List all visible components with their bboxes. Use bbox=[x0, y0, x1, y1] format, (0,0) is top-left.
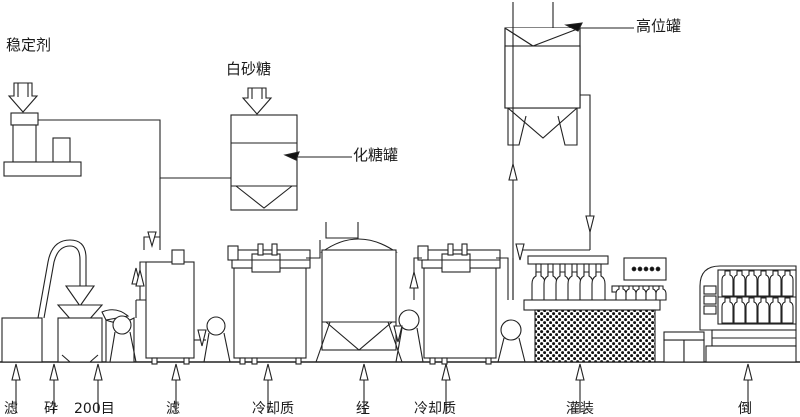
mixing-tank-2 bbox=[227, 243, 311, 365]
pump-1 bbox=[109, 315, 137, 363]
bottom-callout-arrows bbox=[11, 363, 753, 413]
callout-elevated-tank bbox=[564, 22, 634, 32]
outfeed-conveyor bbox=[611, 285, 667, 301]
bottom-label-8: 倒 bbox=[738, 401, 752, 417]
bottom-label-2: 200目 bbox=[74, 401, 115, 417]
filling-machine bbox=[523, 255, 661, 363]
bottom-label-5: 经 bbox=[356, 401, 370, 417]
pipe-riser-to-elevated-tank bbox=[508, 28, 595, 300]
stabilizer-hopper bbox=[3, 82, 82, 177]
label-stabilizer: 稳定剂 bbox=[6, 36, 52, 54]
pipe-tank3-outlet bbox=[496, 257, 509, 300]
elevated-tank bbox=[504, 2, 581, 146]
bottom-label-3: 滤 bbox=[166, 401, 180, 417]
pump-3 bbox=[393, 309, 424, 363]
storage-tank bbox=[315, 222, 403, 363]
bottom-label-0: 滤 bbox=[4, 401, 18, 417]
label-elevated-tank: 高位罐 bbox=[636, 17, 682, 35]
sterilizer-tunnel bbox=[699, 265, 797, 363]
callout-sugar-dissolving-tank bbox=[283, 151, 352, 161]
platform-blocks bbox=[663, 331, 705, 363]
label-white-sugar: 白砂糖 bbox=[226, 60, 272, 78]
grinder-unit bbox=[56, 304, 104, 363]
bottom-label-7: 灌装 bbox=[566, 401, 594, 417]
pipe-tank2-to-storage bbox=[306, 240, 321, 259]
pump-2 bbox=[194, 316, 231, 363]
mixing-tank-1 bbox=[135, 249, 195, 365]
pump-4 bbox=[497, 319, 526, 363]
bottom-label-1: 砕 bbox=[44, 401, 58, 417]
label-sugar-dissolving-tank: 化糖罐 bbox=[353, 146, 399, 164]
control-panel[interactable] bbox=[623, 257, 667, 281]
pipe-stabilizer-to-sugar-tank bbox=[38, 119, 231, 250]
mixing-tank-3 bbox=[409, 243, 501, 365]
sugar-dissolving-tank bbox=[230, 87, 298, 211]
water-treatment-unit bbox=[1, 239, 96, 363]
bottom-label-6: 冷却质 bbox=[414, 401, 456, 417]
bottom-label-4: 冷却质 bbox=[252, 401, 294, 417]
